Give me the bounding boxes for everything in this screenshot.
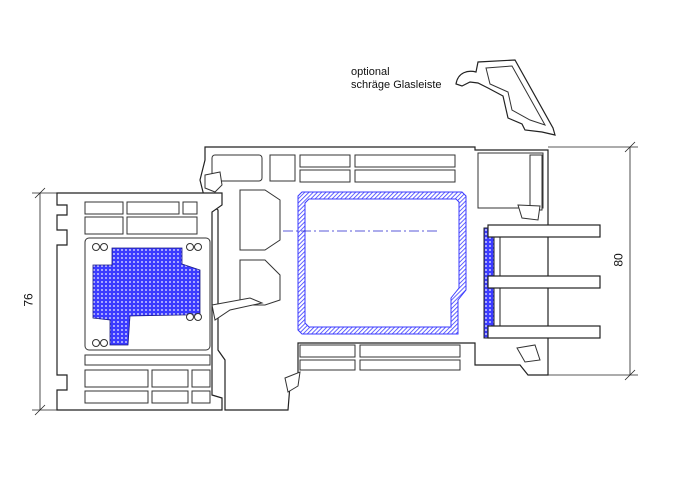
- annotation-line-2: schräge Glasleiste: [351, 79, 442, 91]
- gaskets: [204, 171, 541, 393]
- dimension-80: [548, 141, 638, 381]
- dimension-label-76: 76: [21, 293, 36, 307]
- dimension-76: [32, 187, 57, 416]
- glazing-unit: [483, 224, 601, 339]
- dimension-label-80: 80: [611, 253, 626, 267]
- frame-reinforcement: [297, 191, 467, 335]
- annotation-line-1: optional: [351, 66, 390, 78]
- optional-glazing-bead: [455, 59, 556, 136]
- sash-reinforcement: [92, 247, 201, 346]
- screw-channels: [92, 243, 202, 347]
- glazing-bead-annotation: optional schräge Glasleiste: [351, 66, 442, 92]
